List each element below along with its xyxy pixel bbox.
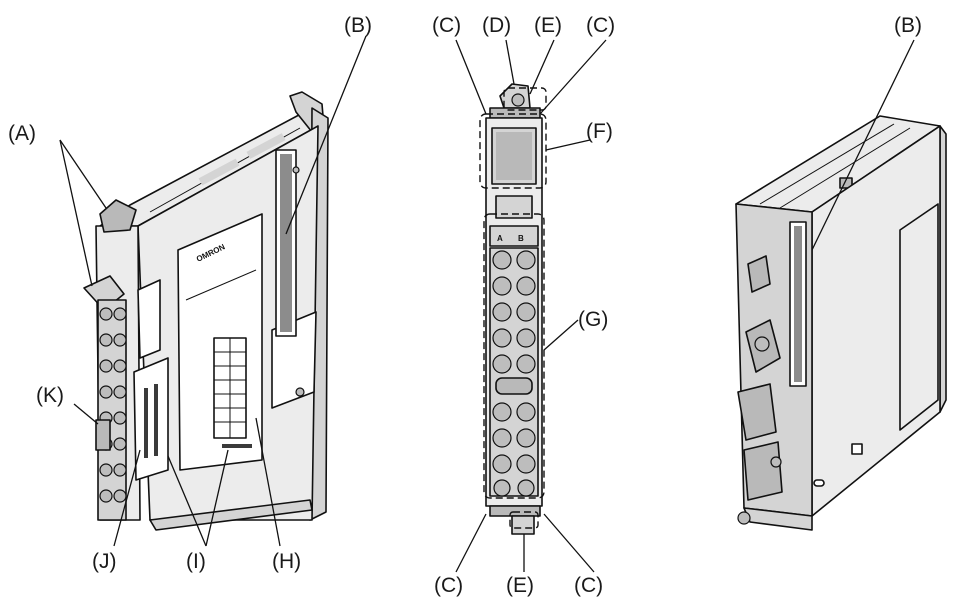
callout-left-a: (A): [8, 122, 36, 145]
callout-front-c-top-right: (C): [586, 14, 615, 37]
callout-left-j: (J): [92, 550, 117, 573]
callout-front-f: (F): [586, 120, 613, 143]
callout-left-b: (B): [344, 14, 372, 37]
left-unit-connector: [275, 149, 297, 337]
callout-right-b: (B): [894, 14, 922, 37]
callout-left-i: (I): [186, 550, 206, 573]
callout-front-e-bottom: (E): [506, 574, 534, 597]
callout-left-k: (K): [36, 384, 64, 407]
callout-front-d: (D): [482, 14, 511, 37]
callout-front-c-top-left: (C): [432, 14, 461, 37]
lot-number-grid: [213, 337, 252, 448]
left-terminal-block: [95, 299, 127, 521]
callout-front-c-bottom-right: (C): [574, 574, 603, 597]
callout-front-c-bottom-left: (C): [434, 574, 463, 597]
terminal-column-a: A: [497, 234, 503, 243]
callout-front-e-top: (E): [534, 14, 562, 37]
front-terminal-block: [489, 247, 539, 497]
front-unit-illustration: A B: [455, 39, 607, 573]
right-unit-connector: [789, 221, 807, 387]
callout-front-g: (G): [578, 308, 608, 331]
left-unit-illustration: OMRON: [59, 35, 367, 547]
right-unit-illustration: [735, 39, 947, 531]
callout-left-h: (H): [272, 550, 301, 573]
terminal-column-b: B: [518, 234, 524, 243]
